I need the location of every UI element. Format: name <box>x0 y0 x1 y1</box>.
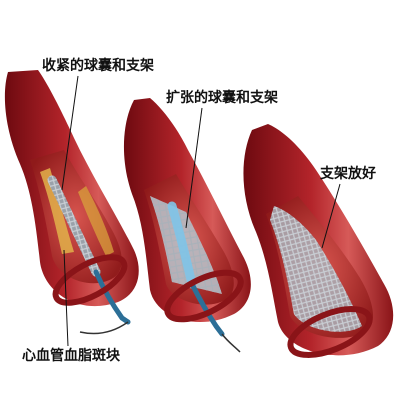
artery-segment-1 <box>4 70 139 335</box>
catheter-2 <box>189 281 225 337</box>
leader-line-collapsed <box>61 75 79 191</box>
artery-end-1 <box>52 254 128 306</box>
label-expanded-balloon-stent: 扩张的球囊和支架 <box>166 90 278 106</box>
artery-end-3 <box>287 306 373 358</box>
placed-stent-mesh <box>270 206 362 332</box>
plaque-1b <box>78 186 114 256</box>
label-plaque: 心血管血脂斑块 <box>22 348 120 364</box>
artery-segment-3 <box>243 124 394 358</box>
leader-line-placed <box>321 183 341 249</box>
plaque-1 <box>40 168 74 254</box>
label-stent-placed: 支架放好 <box>320 166 376 182</box>
artery-end-2 <box>164 269 244 323</box>
label-collapsed-balloon-stent: 收紧的球囊和支架 <box>42 58 154 74</box>
leader-line-plaque <box>63 249 69 347</box>
leader-line-expanded <box>185 107 203 229</box>
catheter-1 <box>93 269 131 325</box>
artery-segment-2 <box>123 98 251 353</box>
expanded-balloon <box>167 201 197 289</box>
guidewire-1 <box>79 321 129 335</box>
guidewire-2 <box>221 333 241 353</box>
collapsed-stent-mesh <box>47 175 101 277</box>
